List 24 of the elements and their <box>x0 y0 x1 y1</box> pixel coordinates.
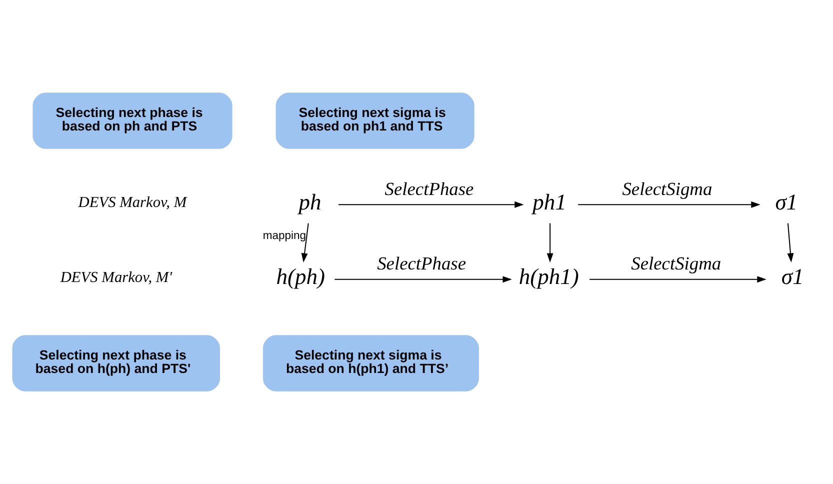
node-box: Selecting next sigma is based on h(ph1) and TTS’ <box>262 335 479 392</box>
edge-label: SelectPhase <box>377 254 466 274</box>
edge-label: mapping <box>262 230 306 242</box>
node-text: h(ph) <box>276 264 326 290</box>
edge-label: SelectPhase <box>384 178 474 199</box>
node-text: ph <box>298 189 322 214</box>
arrow <box>546 223 554 262</box>
node-box: Selecting next sigma is based on ph1 and TTS <box>276 92 474 149</box>
label: DEVS Markov, M' <box>60 268 172 286</box>
node-box: Selecting next phase is based on h(ph) and PTS' <box>12 335 220 392</box>
arrow <box>787 223 794 262</box>
edge-label: SelectSigma <box>622 178 712 199</box>
arrow <box>334 276 512 283</box>
arrow <box>590 276 766 283</box>
label: DEVS Markov, M <box>78 194 187 212</box>
node-text: h(ph1) <box>518 264 579 290</box>
node-text: σ1 <box>775 189 798 214</box>
node-text: σ1 <box>781 264 804 290</box>
arrow <box>338 201 524 208</box>
arrow <box>578 201 760 208</box>
arrow <box>301 223 309 262</box>
edge-label: SelectSigma <box>631 254 722 274</box>
node-box: Selecting next phase is based on ph and PTS <box>32 92 232 149</box>
node-text: ph1 <box>532 189 566 214</box>
